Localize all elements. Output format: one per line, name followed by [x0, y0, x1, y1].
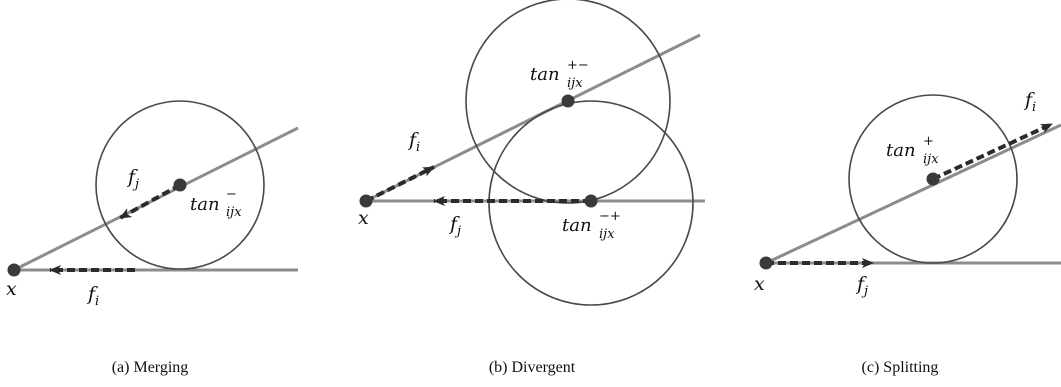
- panel-divergent: x fi fj tan+−ijx tan−+ijx (b) Divergent: [358, 0, 705, 376]
- point-tan-splitting: [926, 172, 940, 186]
- point-x-splitting: [759, 256, 773, 270]
- label-fj-merging: fj: [126, 166, 139, 192]
- point-tan-merging: [173, 178, 187, 192]
- label-fi-merging: fi: [86, 283, 99, 309]
- label-tan-merging: tan−ijx: [190, 187, 242, 220]
- caption-merging: (a) Merging: [112, 359, 189, 376]
- label-x-merging: x: [6, 278, 17, 300]
- label-fi-splitting: fi: [1023, 89, 1036, 115]
- label-fi-divergent: fi: [407, 129, 420, 155]
- panel-splitting: x fj fi tan+ijx (c) Splitting: [754, 89, 1061, 376]
- label-tan2-divergent: tan−+ijx: [562, 209, 621, 242]
- arrow-fi-divergent: [365, 165, 435, 203]
- panel-merging: x fi fj tan−ijx (a) Merging: [6, 100, 299, 376]
- label-x-divergent: x: [358, 207, 369, 229]
- label-tan1-divergent: tan+−ijx: [530, 58, 589, 91]
- point-x-divergent: [359, 194, 373, 208]
- label-x-splitting: x: [754, 273, 765, 295]
- point-tan2-divergent: [584, 194, 598, 208]
- arrow-fi-splitting: [932, 122, 1053, 181]
- caption-splitting: (c) Splitting: [862, 359, 939, 376]
- label-fj-splitting: fj: [855, 273, 868, 299]
- point-x-merging: [7, 263, 21, 277]
- tangent-circle-merging: [95, 100, 265, 270]
- label-fj-divergent: fj: [448, 213, 461, 239]
- caption-divergent: (b) Divergent: [489, 359, 576, 376]
- tangent-circle-upper: [465, 0, 671, 204]
- tangent-circle-splitting: [848, 94, 1018, 264]
- label-tan-splitting: tan+ijx: [886, 134, 939, 167]
- point-tan1-divergent: [561, 94, 575, 108]
